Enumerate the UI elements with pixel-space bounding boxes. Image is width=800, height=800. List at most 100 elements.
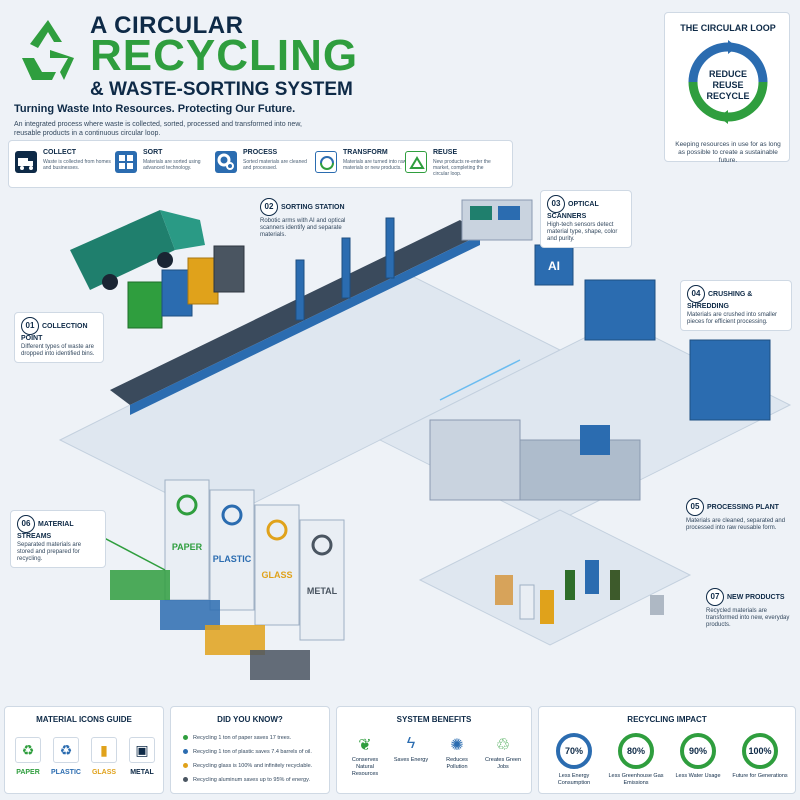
silo-glass-label: GLASS <box>261 570 292 580</box>
bullet-icon <box>183 777 188 783</box>
callout-desc: Materials are crushed into smaller piece… <box>687 312 778 326</box>
recycle-logo-icon <box>22 20 74 80</box>
facility-illustration: AI PAPER PLASTIC GLASS METAL <box>58 199 792 680</box>
callout-number: 03 <box>547 195 565 213</box>
callout-number: 06 <box>17 515 35 533</box>
callout-number: 01 <box>21 317 39 335</box>
callout-number: 07 <box>706 588 724 606</box>
reuse-icon <box>405 151 427 173</box>
callout-title: NEW PRODUCTS <box>727 593 785 601</box>
benefit-item: ✺Reduces Pollution <box>435 735 479 771</box>
impact-ring: 80% <box>618 733 654 769</box>
intro-text: An integrated process where waste is col… <box>14 121 302 137</box>
material-metal: ▣ METAL <box>125 737 159 776</box>
silo-paper-label: PAPER <box>172 542 203 552</box>
step-name: SORT <box>143 149 163 156</box>
callout-title: COLLECTION POINT <box>21 322 88 343</box>
system-benefits-panel: SYSTEM BENEFITS ❦Conserves Natural Resou… <box>336 706 532 794</box>
step-name: PROCESS <box>243 149 278 156</box>
panel-title: RECYCLING IMPACT <box>627 715 707 724</box>
step-sort: SORT Materials are sorted using advanced… <box>115 147 215 183</box>
bullet-icon <box>183 735 188 741</box>
callout-desc: Different types of waste are dropped int… <box>21 344 95 358</box>
impact-label: Less Energy Consumption <box>557 773 591 786</box>
silo-metal-label: METAL <box>307 586 338 596</box>
loop-title: THE CIRCULAR LOOP <box>680 23 776 33</box>
step-desc: Materials are sorted using advanced tech… <box>143 159 201 171</box>
callout-number: 05 <box>686 498 704 516</box>
step-name: REUSE <box>433 149 458 156</box>
impact-ring: 100% <box>742 733 778 769</box>
impact-item: 100% Future for Generations <box>731 733 789 780</box>
callout-desc: Recycled materials are transformed into … <box>706 608 790 628</box>
step-process: PROCESS Sorted materials are cleaned and… <box>215 147 315 183</box>
panel-title: DID YOU KNOW? <box>217 715 283 724</box>
benefit-label: Reduces Pollution <box>446 757 468 770</box>
callout-title: CRUSHING & SHREDDING <box>687 290 753 311</box>
callout-number: 04 <box>687 285 705 303</box>
benefit-label: Saves Energy <box>393 757 429 763</box>
callout-desc: Separated materials are stored and prepa… <box>17 542 82 563</box>
fact-text: Recycling aluminum saves up to 95% of en… <box>193 777 310 783</box>
plastic-icon: ♻ <box>53 737 79 763</box>
gears-icon <box>215 151 237 173</box>
recycling-impact-panel: RECYCLING IMPACT 70%Less Energy Consumpt… <box>538 706 796 794</box>
step-desc: Sorted materials are cleaned and process… <box>243 159 307 171</box>
bolt-icon: ϟ <box>406 735 416 752</box>
material-paper: ♻ PAPER <box>11 737 45 776</box>
step-reuse: REUSE New products re-enter the market, … <box>405 147 505 183</box>
ai-label: AI <box>548 259 560 273</box>
step-name: TRANSFORM <box>343 149 388 156</box>
loop-caption: Keeping resources in use for as long as … <box>675 141 781 164</box>
callout-desc: Robotic arms with AI and optical scanner… <box>260 218 346 238</box>
impact-item: 80%Less Greenhouse Gas Emissions <box>607 733 665 787</box>
truck-icon <box>15 151 37 173</box>
material-label: METAL <box>130 769 154 776</box>
benefit-label: Creates Green Jobs <box>484 757 522 770</box>
fact-item: Recycling 1 ton of paper saves 17 trees. <box>183 735 291 741</box>
material-plastic: ♻ PLASTIC <box>49 737 83 776</box>
callout-title: PROCESSING PLANT <box>707 503 779 511</box>
fact-item: Recycling aluminum saves up to 95% of en… <box>183 777 310 783</box>
callout-desc: High-tech sensors detect material type, … <box>547 222 618 243</box>
title-line1: A CIRCULAR <box>90 12 244 39</box>
material-glass: ▮GLASS <box>87 737 121 776</box>
fact-text: Recycling 1 ton of plastic saves 7.4 bar… <box>193 749 312 755</box>
garbage-truck <box>70 210 205 290</box>
fact-item: Recycling 1 ton of plastic saves 7.4 bar… <box>183 749 312 755</box>
paper-icon: ♻ <box>15 737 41 763</box>
handshake-icon: ♲ <box>495 737 511 754</box>
silo-plastic-label: PLASTIC <box>213 554 252 564</box>
panel-title: MATERIAL ICONS GUIDE <box>36 715 132 724</box>
loop-word-reduce: REDUCE <box>708 69 747 79</box>
tagline: Turning Waste Into Resources. Protecting… <box>14 103 296 115</box>
fact-item: Recycling glass is 100% and infinitely r… <box>183 763 312 769</box>
benefit-label: Conserves Natural Resources <box>351 757 379 777</box>
bullet-icon <box>183 749 188 755</box>
circular-loop-panel: THE CIRCULAR LOOP REDUCE REUSE RECYCLE K… <box>664 12 790 164</box>
benefit-item: ❦Conserves Natural Resources <box>343 735 387 778</box>
new-products <box>495 560 664 624</box>
metal-icon: ▣ <box>129 737 155 763</box>
step-desc: Materials are turned into raw materials … <box>343 159 407 171</box>
sort-icon <box>115 151 137 173</box>
cycle-icon <box>315 151 337 173</box>
callout-title: OPTICAL SCANNERS <box>547 200 599 221</box>
title-line3: & WASTE-SORTING SYSTEM <box>90 79 353 100</box>
material-label: PAPER <box>16 769 40 776</box>
impact-label: Future for Generations <box>732 773 788 779</box>
step-name: COLLECT <box>43 149 77 156</box>
impact-item: 70%Less Energy Consumption <box>545 733 603 787</box>
loop-word-recycle: RECYCLE <box>706 91 750 101</box>
did-you-know-panel: DID YOU KNOW? Recycling 1 ton of paper s… <box>170 706 330 794</box>
material-label: PLASTIC <box>51 769 81 776</box>
step-collect: COLLECT Waste is collected from homes an… <box>15 147 115 183</box>
title-line2: RECYCLING <box>90 31 359 80</box>
step-transform: TRANSFORM Materials are turned into raw … <box>315 147 415 183</box>
